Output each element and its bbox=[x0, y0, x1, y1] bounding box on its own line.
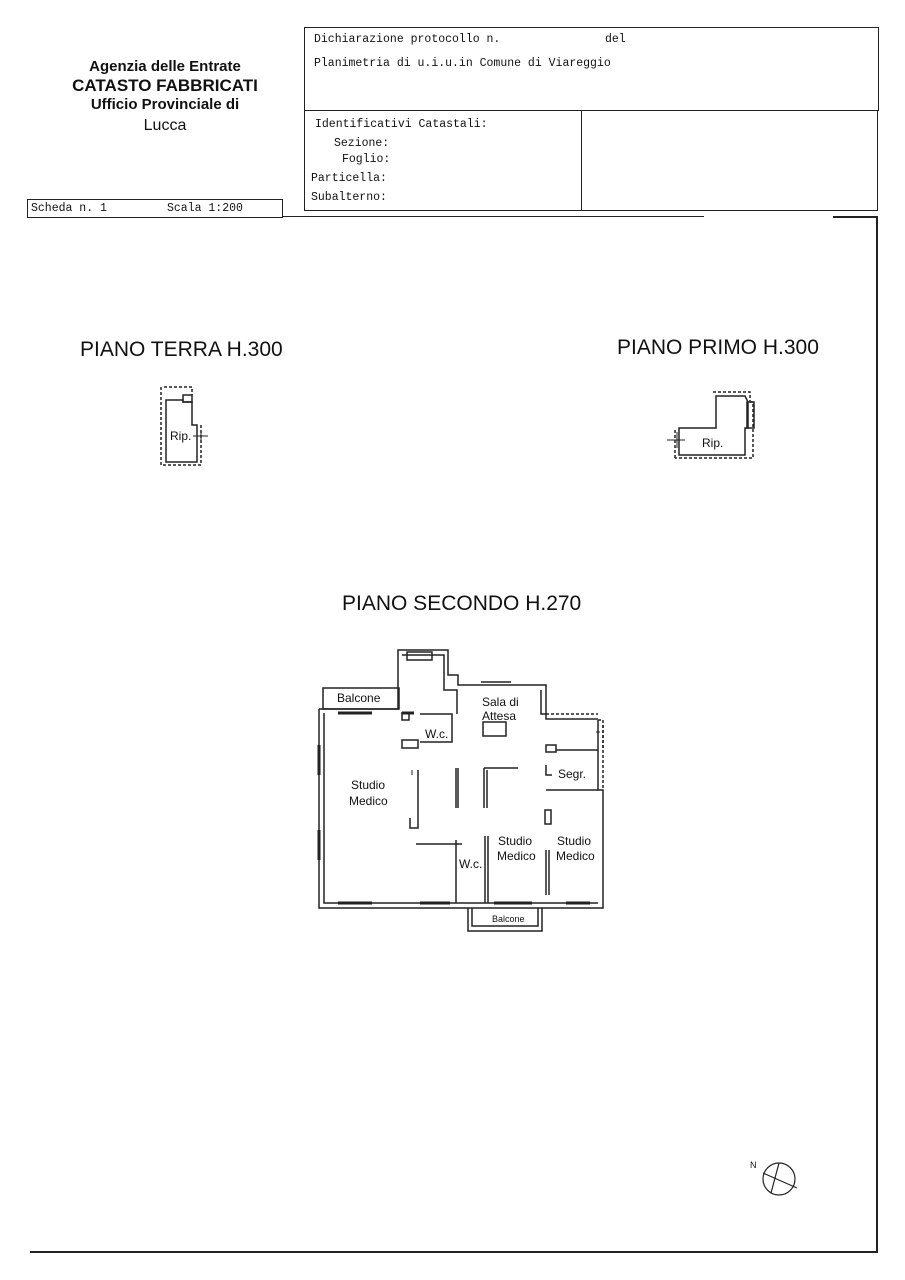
room-studio-b-line2: Medico bbox=[497, 849, 536, 863]
north-arrow-icon: N bbox=[750, 1160, 798, 1196]
frame-right-line bbox=[876, 217, 878, 1252]
agency-name: Agenzia delle Entrate bbox=[89, 58, 241, 75]
scala-label: Scala 1:200 bbox=[167, 202, 243, 215]
room-segr: Segr. bbox=[558, 767, 586, 781]
room-wc-bottom: W.c. bbox=[459, 857, 482, 871]
dichiarazione-label: Dichiarazione protocollo n. bbox=[314, 33, 501, 46]
room-sala-line1: Sala di bbox=[482, 695, 519, 709]
scheda-box: Scheda n. 1 Scala 1:200 bbox=[27, 199, 283, 218]
declaration-box: Dichiarazione protocollo n. del Planimet… bbox=[304, 27, 879, 111]
subalterno-label: Subalterno: bbox=[311, 191, 387, 204]
frame-top-line-right bbox=[833, 216, 878, 218]
piano-terra-title: PIANO TERRA H.300 bbox=[80, 338, 283, 361]
ufficio-label: Ufficio Provinciale di bbox=[90, 96, 240, 114]
room-sala-line2: Attesa bbox=[482, 709, 516, 723]
piano-secondo-title: PIANO SECONDO H.270 bbox=[342, 592, 582, 615]
identificativi-box: Identificativi Catastali: Sezione: Fogli… bbox=[304, 110, 582, 211]
identificativi-values-box bbox=[581, 110, 878, 211]
piano-primo-title: PIANO PRIMO H.300 bbox=[617, 336, 819, 359]
north-label: N bbox=[750, 1160, 757, 1170]
room-studio-c-line2: Medico bbox=[556, 849, 595, 863]
particella-label: Particella: bbox=[311, 172, 387, 185]
room-studio-a-line1: Studio bbox=[351, 778, 385, 792]
room-balcone-bottom: Balcone bbox=[492, 914, 525, 924]
city-name: Lucca bbox=[143, 117, 187, 135]
room-studio-a-line2: Medico bbox=[349, 794, 388, 808]
room-wc-top: W.c. bbox=[425, 727, 448, 741]
catasto-title: CATASTO FABBRICATI bbox=[72, 76, 258, 95]
foglio-label: Foglio: bbox=[342, 153, 391, 166]
room-studio-c-line1: Studio bbox=[557, 834, 591, 848]
scheda-label: Scheda n. 1 bbox=[31, 202, 107, 215]
frame-bottom-line bbox=[30, 1251, 878, 1253]
room-rip-primo: Rip. bbox=[702, 436, 723, 450]
agency-header: Agenzia delle Entrate CATASTO FABBRICATI… bbox=[40, 58, 290, 136]
room-rip-terra: Rip. bbox=[170, 429, 191, 443]
plan-piano-primo: Rip. bbox=[667, 391, 755, 459]
planimetria-label: Planimetria di u.i.u.in Comune di Viareg… bbox=[314, 57, 611, 70]
plan-piano-terra: Rip. bbox=[160, 386, 208, 466]
sezione-label: Sezione: bbox=[334, 137, 390, 150]
identificativi-label: Identificativi Catastali: bbox=[315, 118, 488, 131]
frame-top-line bbox=[282, 216, 704, 217]
plan-piano-secondo: Balcone Sala di Attesa W.c. Segr. Studio… bbox=[317, 649, 604, 932]
room-balcone-top: Balcone bbox=[337, 691, 381, 705]
del-label: del bbox=[605, 33, 626, 46]
room-studio-b-line1: Studio bbox=[498, 834, 532, 848]
